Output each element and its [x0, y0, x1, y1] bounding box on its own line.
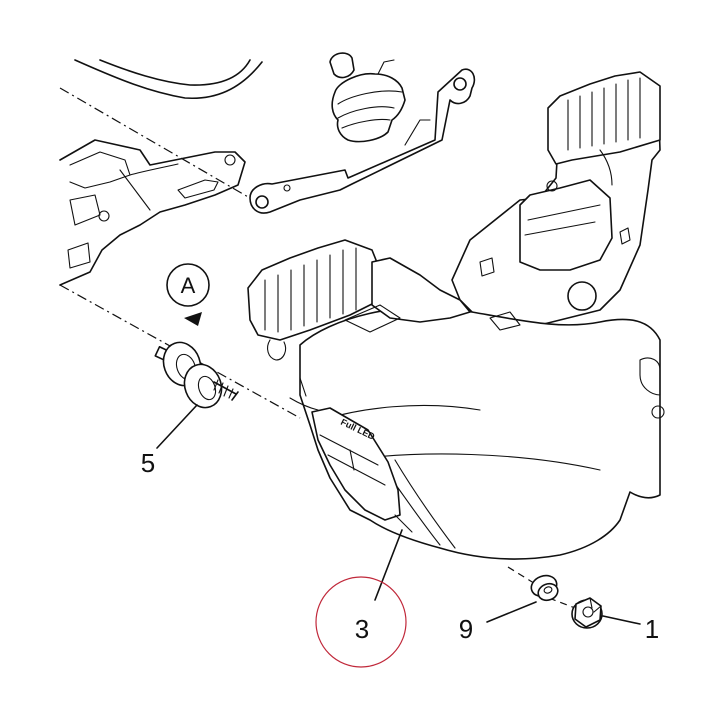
part-number-labels: 5 3 9 1 — [141, 448, 659, 644]
part-number-3: 3 — [355, 614, 369, 644]
alignment-line-top — [59, 87, 263, 206]
leader-line-1 — [602, 615, 641, 625]
part-number-9: 9 — [459, 614, 473, 644]
callout-circle — [166, 263, 210, 307]
rear-heat-sink-fins — [567, 77, 641, 151]
front-heat-sink-fins — [264, 247, 357, 333]
rubber-damper-part-5 — [154, 341, 239, 409]
upper-cover-fragment — [74, 59, 263, 100]
left-frame-bracket — [59, 139, 246, 286]
washer-part-9 — [530, 574, 559, 602]
highlight-circle — [315, 576, 407, 668]
leader-line-5 — [156, 404, 198, 449]
callout-letter: A — [181, 273, 196, 298]
part-number-1: 1 — [645, 614, 659, 644]
leader-line-9 — [486, 601, 537, 623]
mounting-stay — [249, 68, 476, 214]
view-callout-a: A — [166, 263, 210, 326]
flange-nut-part-1 — [571, 597, 603, 629]
headlight-assembly: Full LED — [247, 71, 665, 560]
alignment-line-washer — [548, 597, 576, 609]
direction-arrow-icon — [184, 312, 202, 326]
leader-lines — [156, 404, 641, 625]
rubber-grommet — [329, 52, 406, 143]
part-number-5: 5 — [141, 448, 155, 478]
leader-line-3 — [374, 529, 403, 601]
alignment-line-middle — [59, 284, 301, 419]
